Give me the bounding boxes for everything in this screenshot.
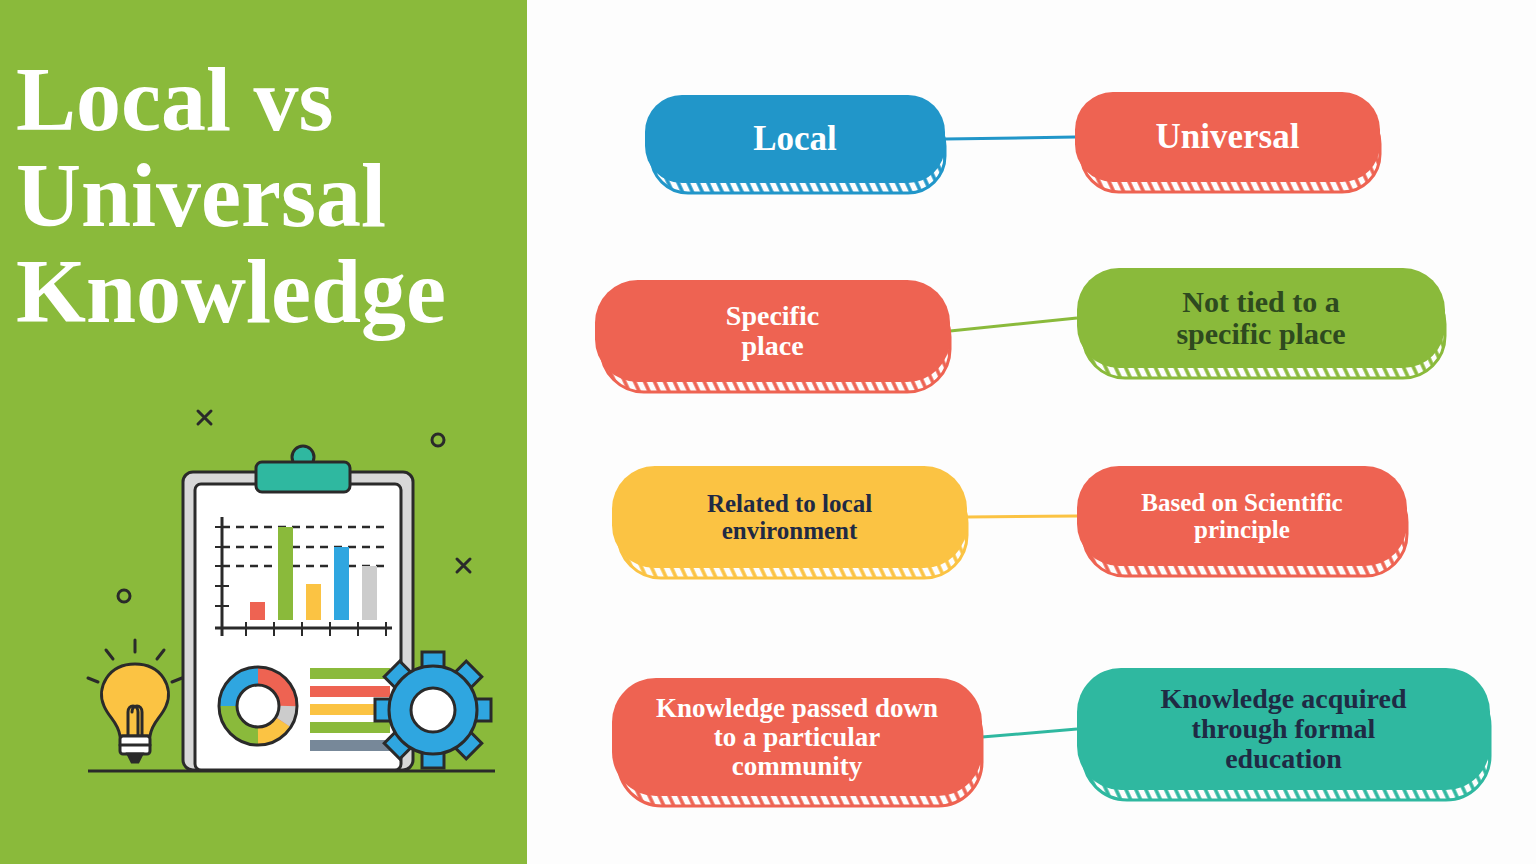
node-text: Specific place [698, 301, 848, 361]
blob-fill [645, 95, 945, 183]
node-text: Knowledge acquired through formal educat… [1149, 684, 1419, 774]
node-text: Related to local environment [675, 490, 905, 544]
blob-fill [1075, 92, 1380, 182]
blob-fill [1077, 466, 1407, 566]
node-text: Universal [1156, 118, 1300, 156]
connector-line [950, 318, 1077, 331]
node-text: Knowledge passed down to a particular co… [647, 694, 947, 781]
blob-fill [1077, 668, 1490, 790]
blob-box: Not tied to a specific place [1077, 268, 1445, 368]
blob-fill [612, 466, 967, 568]
blob-box: Related to local environment [612, 466, 967, 568]
blob-box: Knowledge passed down to a particular co… [612, 678, 982, 796]
diagram-title: Local vs Universal Knowledge [16, 52, 521, 340]
blob-fill [612, 678, 982, 796]
blob-fill [595, 280, 950, 382]
blob-box: Specific place [595, 280, 950, 382]
blob-box: Knowledge acquired through formal educat… [1077, 668, 1490, 790]
blob-box: Universal [1075, 92, 1380, 182]
blob-box: Local [645, 95, 945, 183]
node-text: Based on Scientific principle [1112, 489, 1372, 543]
connector-line [967, 516, 1077, 517]
connector-line [945, 137, 1075, 139]
blob-box: Based on Scientific principle [1077, 466, 1407, 566]
blob-fill [1077, 268, 1445, 368]
node-text: Not tied to a specific place [1136, 286, 1386, 350]
connector-line [982, 729, 1077, 737]
node-text: Local [753, 120, 837, 158]
